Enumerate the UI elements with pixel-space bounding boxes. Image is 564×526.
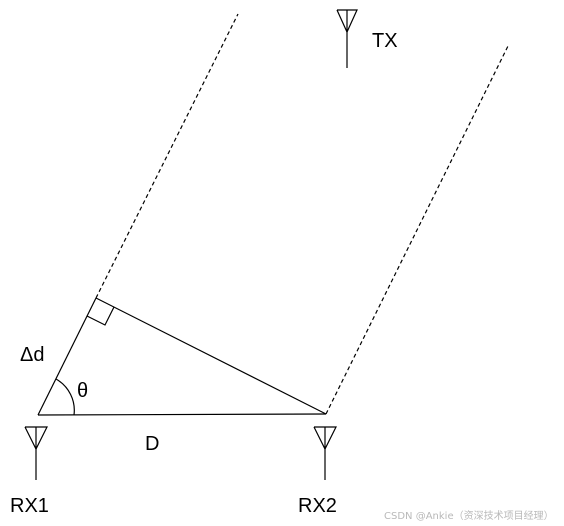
perpendicular-side — [95, 297, 327, 415]
watermark: CSDN @Ankie（资深技术项目经理） — [384, 509, 554, 522]
signal-path-rx1-dashed — [95, 13, 239, 299]
delta-d-label: Δd — [20, 344, 44, 366]
rx2-antenna-icon — [313, 426, 337, 480]
theta-label: θ — [77, 380, 88, 402]
signal-path-rx2-dashed — [325, 43, 510, 415]
rx1-label: RX1 — [10, 495, 49, 517]
rx2-label: RX2 — [298, 495, 337, 517]
rx1-antenna-icon — [24, 426, 48, 480]
tx-antenna-icon — [336, 9, 358, 68]
baseline-side — [37, 413, 327, 416]
theta-angle-arc — [55, 378, 75, 416]
tx-label: TX — [372, 30, 398, 52]
baseline-label: D — [145, 433, 159, 455]
right-angle-marker — [86, 306, 115, 326]
path-difference-side — [37, 297, 97, 416]
